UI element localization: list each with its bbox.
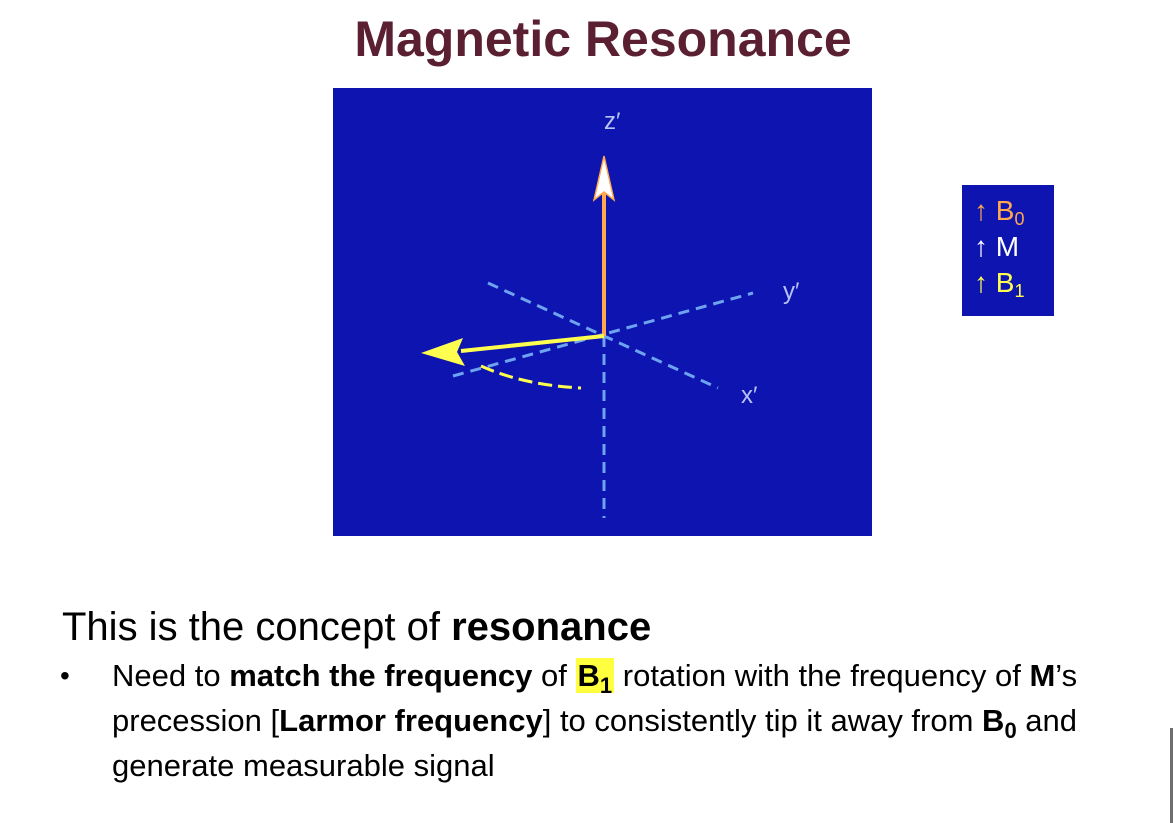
highlight-symbol: B	[577, 658, 600, 693]
bullet-text-5: ] to consistently tip it away from	[542, 703, 983, 738]
legend-subscript: 0	[1014, 209, 1025, 229]
bullet-bold-4: B0	[982, 703, 1017, 742]
bullet-text-1: Need to	[112, 658, 230, 693]
legend-symbol: B	[995, 195, 1015, 226]
heading-text: This is the concept of	[62, 605, 452, 649]
slide-body: This is the concept of resonance • Need …	[60, 601, 1162, 788]
b1-vector-head	[421, 338, 465, 366]
bullet-bold-2: M	[1029, 658, 1056, 693]
legend-symbol: B	[995, 267, 1015, 298]
legend-symbol: M	[995, 231, 1020, 262]
x-axis-label: x′	[741, 382, 758, 409]
legend-item-b0: ↑ B0	[974, 193, 1054, 229]
precession-path	[480, 364, 582, 390]
bullet-item: • Need to match the frequency of B1 rota…	[60, 653, 1152, 788]
b0-symbol: B	[982, 703, 1005, 738]
highlighted-b1: B1	[575, 658, 615, 697]
up-arrow-icon: ↑	[974, 195, 988, 226]
legend-subscript: 1	[1014, 281, 1025, 301]
diagram-graphic	[421, 155, 754, 518]
rotating-frame-diagram: z′ y′ x′	[333, 88, 872, 536]
y-axis-label: y′	[783, 278, 800, 305]
y-axis-line	[452, 291, 754, 378]
body-heading: This is the concept of resonance	[62, 601, 1162, 653]
bullet-marker: •	[60, 660, 70, 691]
bullet-bold-3: Larmor frequency	[279, 703, 543, 738]
b1-vector	[460, 334, 605, 353]
up-arrow-icon: ↑	[974, 267, 988, 298]
bullet-text-4: ’s precession [	[112, 658, 1078, 738]
heading-emphasis: resonance	[451, 605, 652, 649]
highlight-subscript: 1	[599, 673, 613, 698]
slide-title: Magnetic Resonance	[354, 11, 852, 67]
z-axis-label: z′	[604, 108, 621, 135]
bullet-text-3: rotation with the frequency of	[614, 658, 1030, 693]
legend-item-m: ↑ M	[974, 229, 1054, 265]
legend-item-b1: ↑ B1	[974, 265, 1054, 301]
b0-subscript: 0	[1004, 718, 1017, 743]
m-vector-head	[592, 155, 616, 202]
bullet-text-2: of	[532, 658, 576, 693]
up-arrow-icon: ↑	[974, 231, 988, 262]
vector-legend: ↑ B0 ↑ M ↑ B1	[962, 185, 1054, 316]
bullet-text-6: and generate measurable signal	[112, 703, 1078, 783]
scrollbar-edge[interactable]	[1170, 728, 1173, 823]
bullet-bold-1: match the frequency	[229, 658, 533, 693]
